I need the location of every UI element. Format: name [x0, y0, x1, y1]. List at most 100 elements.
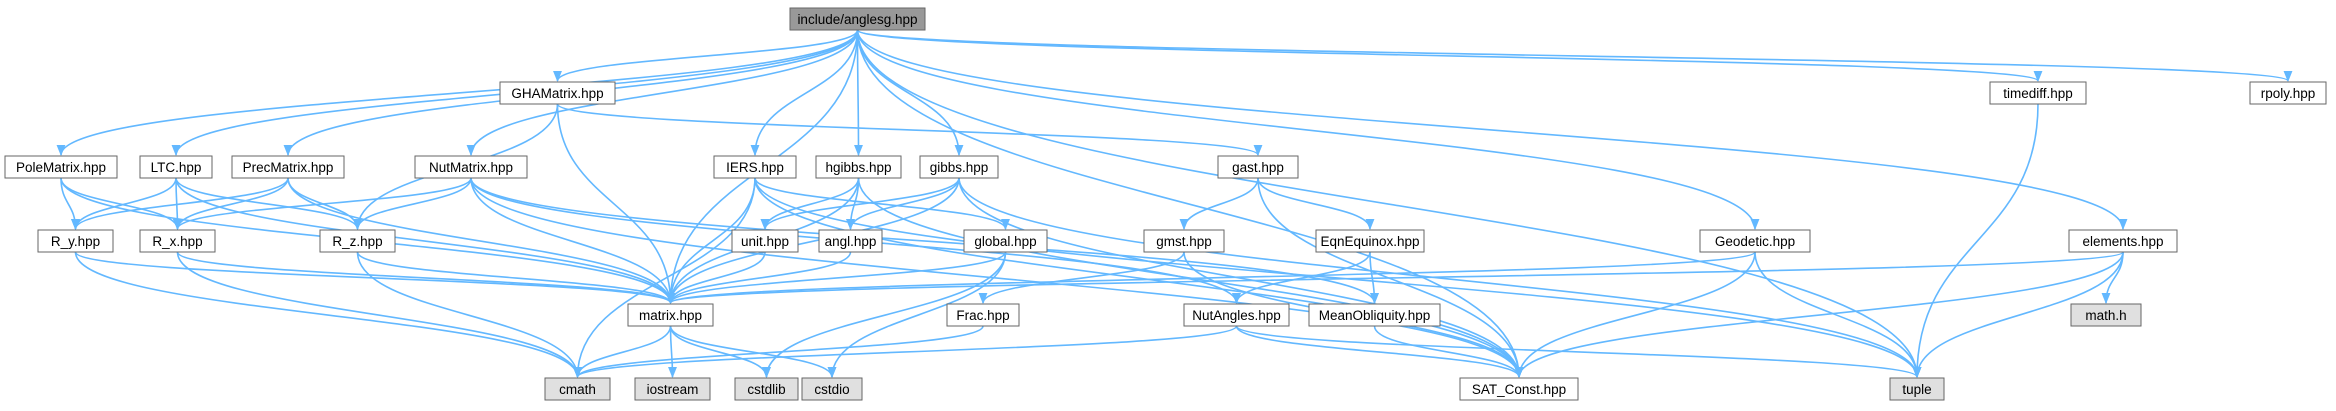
edge-root-to-timediff: [856, 29, 2042, 83]
node-ry[interactable]: R_y.hpp: [37, 229, 114, 253]
node-label-iers: IERS.hpp: [726, 160, 784, 175]
edge-rz-to-cmath: [356, 251, 582, 379]
node-ltc[interactable]: LTC.hpp: [139, 155, 213, 179]
edge-elements-to-tuple: [1912, 251, 2124, 379]
node-box-gmst: [1143, 229, 1225, 253]
edge-gmst-to-frac: [978, 251, 1185, 305]
edge-geodetic-to-satconst: [1514, 251, 1756, 379]
node-box-timediff: [1989, 81, 2087, 105]
node-box-matrix: [627, 303, 714, 327]
node-label-geodetic: Geodetic.hpp: [1715, 234, 1795, 249]
node-angl[interactable]: angl.hpp: [818, 229, 883, 253]
edge-ry-to-cmath: [74, 251, 582, 379]
node-root[interactable]: include/anglesg.hpp: [789, 7, 926, 31]
edge-rx-to-cmath: [176, 251, 582, 379]
edge-global-to-cstdio: [827, 251, 1007, 379]
node-rpoly[interactable]: rpoly.hpp: [2249, 81, 2327, 105]
node-label-cstdlib: cstdlib: [747, 382, 785, 397]
node-box-eqnequinox: [1315, 229, 1425, 253]
node-precmatrix[interactable]: PrecMatrix.hpp: [231, 155, 345, 179]
node-eqnequinox[interactable]: EqnEquinox.hpp: [1315, 229, 1425, 253]
node-label-cmath: cmath: [559, 382, 596, 397]
node-label-matrix: matrix.hpp: [639, 308, 702, 323]
node-label-rpoly: rpoly.hpp: [2261, 86, 2316, 101]
node-label-angl: angl.hpp: [825, 234, 877, 249]
edge-rx-to-matrix: [176, 251, 675, 305]
node-geodetic[interactable]: Geodetic.hpp: [1699, 229, 1811, 253]
edge-matrix-to-iostream: [668, 325, 677, 379]
edge-gast-to-eqnequinox: [1257, 177, 1375, 231]
edge-root-to-polematrix: [56, 29, 859, 157]
node-cstdlib: cstdlib: [734, 377, 799, 401]
node-box-elements: [2068, 229, 2178, 253]
node-label-rx: R_x.hpp: [152, 234, 202, 249]
node-label-elements: elements.hpp: [2082, 234, 2163, 249]
node-box-tuple: [1889, 377, 1945, 401]
node-box-satconst: [1459, 377, 1579, 401]
edge-polematrix-to-rx: [60, 177, 182, 231]
edge-rz-to-matrix: [356, 251, 675, 305]
node-label-nutangles: NutAngles.hpp: [1192, 308, 1281, 323]
edge-iers-to-satconst: [754, 177, 1524, 379]
node-gmst[interactable]: gmst.hpp: [1143, 229, 1225, 253]
node-unit[interactable]: unit.hpp: [731, 229, 799, 253]
node-box-iostream: [634, 377, 711, 401]
edge-angl-to-matrix: [666, 251, 852, 305]
node-label-ghamatrix: GHAMatrix.hpp: [511, 86, 603, 101]
node-nutangles[interactable]: NutAngles.hpp: [1183, 303, 1290, 327]
node-label-ry: R_y.hpp: [51, 234, 100, 249]
edge-iers-to-tuple: [754, 177, 1922, 379]
node-box-nutmatrix: [414, 155, 528, 179]
node-label-global: global.hpp: [974, 234, 1036, 249]
node-matrix[interactable]: matrix.hpp: [627, 303, 714, 327]
edge-frac-to-cmath: [573, 325, 984, 379]
node-satconst[interactable]: SAT_Const.hpp: [1459, 377, 1579, 401]
node-box-cstdio: [801, 377, 863, 401]
node-label-precmatrix: PrecMatrix.hpp: [243, 160, 334, 175]
node-box-geodetic: [1699, 229, 1811, 253]
edge-gibbs-to-unit: [760, 177, 960, 231]
edge-matrix-to-cstdio: [669, 325, 837, 379]
node-rx[interactable]: R_x.hpp: [139, 229, 216, 253]
node-rz[interactable]: R_z.hpp: [319, 229, 396, 253]
node-cmath: cmath: [544, 377, 611, 401]
node-timediff[interactable]: timediff.hpp: [1989, 81, 2087, 105]
node-label-satconst: SAT_Const.hpp: [1472, 382, 1566, 397]
edge-precmatrix-to-matrix: [287, 177, 675, 305]
node-label-meanobliquity: MeanObliquity.hpp: [1319, 308, 1431, 323]
edge-nutmatrix-to-satconst: [470, 177, 1524, 379]
node-box-frac: [946, 303, 1020, 327]
node-box-unit: [731, 229, 799, 253]
node-iers[interactable]: IERS.hpp: [713, 155, 797, 179]
node-elements[interactable]: elements.hpp: [2068, 229, 2178, 253]
node-box-iers: [713, 155, 797, 179]
edge-root-to-hgibbs: [854, 29, 863, 157]
node-ghamatrix[interactable]: GHAMatrix.hpp: [499, 81, 616, 105]
node-label-frac: Frac.hpp: [956, 308, 1009, 323]
edge-precmatrix-to-ry: [71, 177, 289, 231]
node-meanobliquity[interactable]: MeanObliquity.hpp: [1308, 303, 1441, 327]
node-box-root: [789, 7, 926, 31]
node-frac[interactable]: Frac.hpp: [946, 303, 1020, 327]
node-nutmatrix[interactable]: NutMatrix.hpp: [414, 155, 528, 179]
node-mathh: math.h: [2070, 303, 2142, 327]
node-box-nutangles: [1183, 303, 1290, 327]
edge-geodetic-to-tuple: [1754, 251, 1922, 379]
edge-global-to-cstdlib: [762, 251, 1007, 379]
node-gibbs[interactable]: gibbs.hpp: [919, 155, 999, 179]
node-label-ltc: LTC.hpp: [151, 160, 202, 175]
edge-root-to-ghamatrix: [553, 29, 859, 83]
node-global[interactable]: global.hpp: [963, 229, 1048, 253]
node-gast[interactable]: gast.hpp: [1217, 155, 1299, 179]
edge-iers-to-global: [754, 177, 1010, 231]
node-label-gmst: gmst.hpp: [1156, 234, 1212, 249]
node-box-angl: [818, 229, 883, 253]
node-box-precmatrix: [231, 155, 345, 179]
node-polematrix[interactable]: PoleMatrix.hpp: [4, 155, 118, 179]
node-hgibbs[interactable]: hgibbs.hpp: [815, 155, 902, 179]
node-label-timediff: timediff.hpp: [2003, 86, 2073, 101]
node-label-mathh: math.h: [2085, 308, 2126, 323]
node-label-gast: gast.hpp: [1232, 160, 1284, 175]
